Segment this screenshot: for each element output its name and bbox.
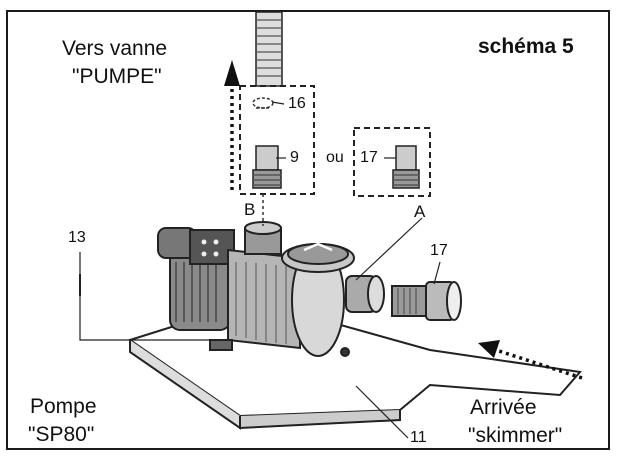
callout-13: 13 <box>68 229 86 246</box>
alt-fitting-box <box>353 127 431 197</box>
adapter-17-inlet <box>391 281 462 321</box>
callout-16: 16 <box>288 95 306 112</box>
destination-label-line2: "PUMPE" <box>72 65 162 88</box>
outlet-fittings-box <box>239 85 315 195</box>
callout-11: 11 <box>410 429 427 446</box>
outlet-flow-arrow <box>224 60 240 190</box>
part-17-hose-tail <box>392 145 420 189</box>
part-16-hose-clip <box>252 97 274 109</box>
pump-motor <box>157 227 235 331</box>
callout-17-inlet: 17 <box>430 242 448 259</box>
alternative-connector: ou <box>326 149 344 166</box>
pump-label-line2: "SP80" <box>28 423 95 446</box>
pump-label-line1: Pompe <box>30 395 97 418</box>
callout-9: 9 <box>290 149 299 166</box>
leader-lines <box>79 101 441 439</box>
port-b-label: B <box>244 200 256 219</box>
inlet-flow-arrow <box>478 340 583 380</box>
part-9-hose-tail <box>252 145 282 189</box>
inlet-port-a <box>345 275 385 313</box>
port-a-label: A <box>414 202 426 221</box>
source-label-line2: "skimmer" <box>468 424 563 447</box>
source-label-line1: Arrivée <box>470 396 537 419</box>
callout-17-alt: 17 <box>360 149 378 166</box>
destination-label-line1: Vers vanne <box>62 37 168 60</box>
pump-housing <box>209 221 355 357</box>
outlet-hose <box>255 11 283 87</box>
schema-title: schéma 5 <box>478 35 574 58</box>
